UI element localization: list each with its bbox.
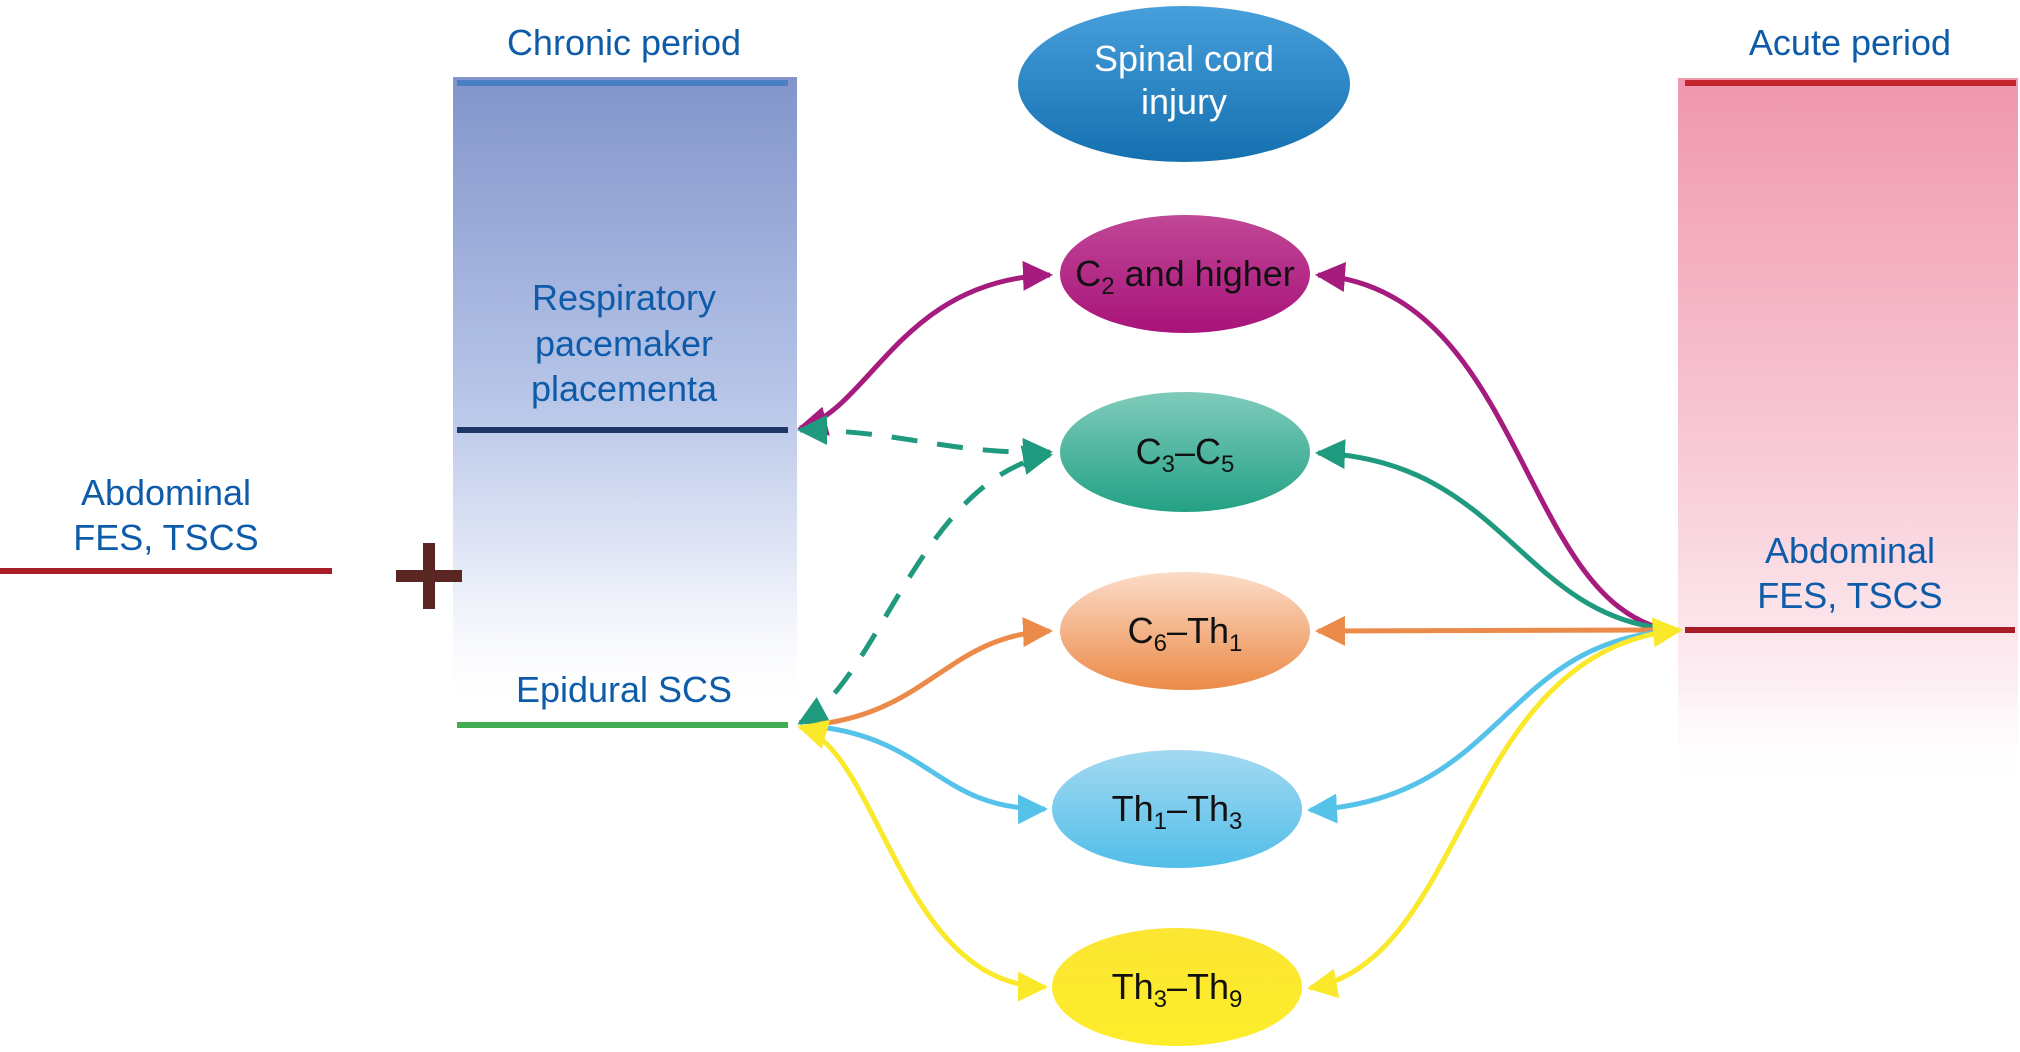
level-node-c3-c5: C3–C5 (1060, 392, 1310, 512)
level-label: C2 and higher (1075, 253, 1295, 300)
arrow-epidural-c6th1 (819, 617, 1053, 727)
arrow-respiratory-c3c5-dashed (797, 415, 1053, 468)
arrow-epidural-c3c5-dashed (797, 445, 1053, 726)
chronic-period-panel (453, 77, 797, 717)
arrow-acute-th3th9 (1307, 617, 1683, 999)
epidural-scs-label: Epidural SCS (516, 669, 732, 710)
acute-period-title: Acute period (1749, 22, 1951, 63)
level-node-th3-th9: Th3–Th9 (1052, 928, 1302, 1046)
left-abdominal-label-line1: Abdominal (81, 472, 251, 513)
acute-abdominal-label-line2: FES, TSCS (1757, 575, 1942, 616)
level-label: Th3–Th9 (1112, 966, 1243, 1013)
sci-label-line1: Spinal cord (1094, 38, 1274, 79)
level-node-c6-th1: C6–Th1 (1060, 572, 1310, 690)
arrow-acute-c2 (1315, 262, 1661, 631)
level-node-c2-and-higher: C2 and higher (1060, 215, 1310, 333)
arrow-acute-c3c5 (1315, 439, 1661, 631)
respiratory-label-line3: placementa (531, 368, 718, 409)
sci-label-line2: injury (1141, 81, 1227, 122)
spinal-cord-injury-node: Spinal cord injury (1018, 6, 1350, 162)
arrow-respiratory-c2 (797, 260, 1053, 436)
arrow-epidural-th1th3 (819, 724, 1048, 825)
respiratory-label-line1: Respiratory (532, 277, 716, 318)
acute-abdominal-label-line1: Abdominal (1765, 530, 1935, 571)
left-abdominal-label-line2: FES, TSCS (73, 517, 258, 558)
level-label: Th1–Th3 (1112, 788, 1243, 835)
plus-icon (396, 543, 462, 609)
level-label: C6–Th1 (1128, 610, 1243, 657)
arrow-epidural-th3th9 (797, 720, 1048, 1002)
level-label: C3–C5 (1136, 431, 1235, 478)
chronic-period-title: Chronic period (507, 22, 741, 63)
respiratory-label-line2: pacemaker (535, 323, 713, 364)
level-node-th1-th3: Th1–Th3 (1052, 750, 1302, 868)
arrow-acute-c6th1 (1315, 615, 1661, 646)
acute-period-panel (1678, 78, 2018, 790)
